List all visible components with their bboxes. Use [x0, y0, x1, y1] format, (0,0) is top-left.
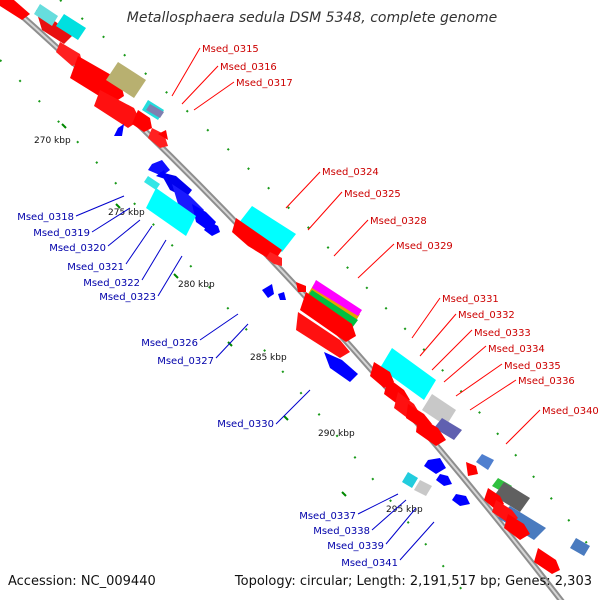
gene-label: Msed_0336: [518, 376, 575, 387]
reverse-gene-arrow: [204, 222, 220, 236]
rainbow-block-3: [306, 290, 358, 328]
reverse-labels: Msed_0318 Msed_0319 Msed_0320 Msed_0321 …: [17, 212, 398, 569]
gene-label: Msed_0316: [220, 62, 277, 73]
reverse-gene-arrow: [452, 494, 470, 506]
gene-label: Msed_0339: [327, 541, 384, 552]
gene-label: Msed_0326: [141, 338, 198, 349]
tick-marks: [61, 123, 347, 497]
forward-gene-arrow: [0, 0, 30, 20]
tick-label: 270 kbp: [34, 136, 71, 146]
purple-block: [146, 104, 164, 118]
gene-label: Msed_0340: [542, 406, 599, 417]
reverse-gene-arrow: [160, 172, 192, 198]
gene-label: Msed_0323: [99, 292, 156, 303]
cyan-block: [34, 4, 58, 26]
gene-label: Msed_0318: [17, 212, 74, 223]
gray-block: [422, 394, 456, 426]
genome-summary-text: Topology: circular; Length: 2,191,517 bp…: [234, 574, 592, 589]
forward-gene-arrow: [266, 252, 282, 266]
gene-label: Msed_0341: [341, 558, 398, 569]
gene-cluster-0324-0329: [232, 206, 362, 358]
forward-gene-arrow: [70, 56, 124, 104]
forward-gene-arrow: [504, 514, 530, 540]
gene-label: Msed_0329: [396, 241, 453, 252]
tick-labels: 270 kbp 275 kbp 280 kbp 285 kbp 290 kbp …: [34, 136, 423, 515]
cyan-block: [380, 348, 436, 400]
forward-gene-arrow: [132, 110, 152, 132]
forward-gene-arrow: [94, 90, 140, 128]
gene-label: Msed_0330: [217, 419, 274, 430]
gene-label: Msed_0331: [442, 294, 499, 305]
gene-label: Msed_0322: [83, 278, 140, 289]
reverse-gene-arrow: [114, 124, 124, 136]
forward-gene-arrow: [158, 130, 168, 140]
gene-cluster-0318-0323: [144, 160, 220, 236]
gene-label: Msed_0338: [313, 526, 370, 537]
forward-gene-arrow: [296, 312, 350, 358]
forward-gene-arrow: [296, 282, 306, 292]
reverse-gene-arrow: [148, 160, 170, 176]
gene-cluster-0326-0330: [324, 352, 358, 382]
blue-block: [570, 538, 590, 556]
forward-gene-arrow: [466, 462, 478, 476]
blue-block: [476, 454, 494, 470]
forward-gene-arrow: [300, 292, 356, 342]
gene-label: Msed_0333: [474, 328, 531, 339]
forward-leader-lines: [171, 47, 541, 445]
gene-label: Msed_0335: [504, 361, 561, 372]
reverse-gene-arrow: [278, 292, 286, 300]
reverse-leader-lines: [75, 195, 435, 561]
cyan-block: [56, 14, 86, 40]
forward-gene-arrow: [56, 42, 82, 66]
reverse-gene-arrow: [436, 474, 452, 486]
cyan-block: [238, 206, 296, 252]
gene-label: Msed_0325: [344, 189, 401, 200]
tick-label: 280 kbp: [178, 280, 215, 290]
gene-label: Msed_0315: [202, 44, 259, 55]
tick-label: 290 kbp: [318, 429, 355, 439]
tick-label: 295 kbp: [386, 505, 423, 515]
forward-labels: Msed_0315 Msed_0316 Msed_0317 Msed_0324 …: [202, 44, 599, 417]
reverse-gene-arrow: [424, 458, 446, 474]
forward-gene-arrow: [416, 416, 446, 446]
forward-gene-arrow: [232, 218, 282, 262]
forward-gene-arrow: [534, 548, 560, 574]
gene-label: Msed_0332: [458, 310, 515, 321]
gene-label: Msed_0327: [157, 356, 214, 367]
tick-label: 285 kbp: [250, 353, 287, 363]
gene-label: Msed_0334: [488, 344, 545, 355]
gene-cluster-0331-0336: [370, 348, 462, 446]
gene-cluster-top: [0, 0, 168, 148]
gray-block: [494, 482, 530, 512]
gene-label: Msed_0328: [370, 216, 427, 227]
gene-label: Msed_0317: [236, 78, 293, 89]
gene-label: Msed_0320: [49, 243, 106, 254]
cyan-block: [402, 472, 418, 488]
cyan-block: [146, 188, 196, 236]
map-title: Metallosphaera sedula DSM 5348, complete…: [126, 10, 498, 26]
reverse-gene-arrow: [262, 284, 274, 298]
gene-cluster-0337-0341: [402, 454, 590, 574]
tick-label: 275 kbp: [108, 208, 145, 218]
purple-block: [434, 418, 462, 440]
forward-gene-arrow: [148, 128, 168, 148]
accession-text: Accession: NC_009440: [8, 574, 156, 589]
olive-block: [106, 62, 146, 98]
reverse-gene-arrow: [324, 352, 358, 382]
gene-label: Msed_0337: [299, 511, 356, 522]
gray-block: [414, 480, 432, 496]
rainbow-block-2: [312, 280, 362, 316]
cyan-block: [144, 176, 160, 190]
gene-label: Msed_0321: [67, 262, 124, 273]
gene-label: Msed_0319: [33, 228, 90, 239]
reverse-gene-arrow: [156, 170, 168, 180]
gene-label: Msed_0324: [322, 167, 379, 178]
